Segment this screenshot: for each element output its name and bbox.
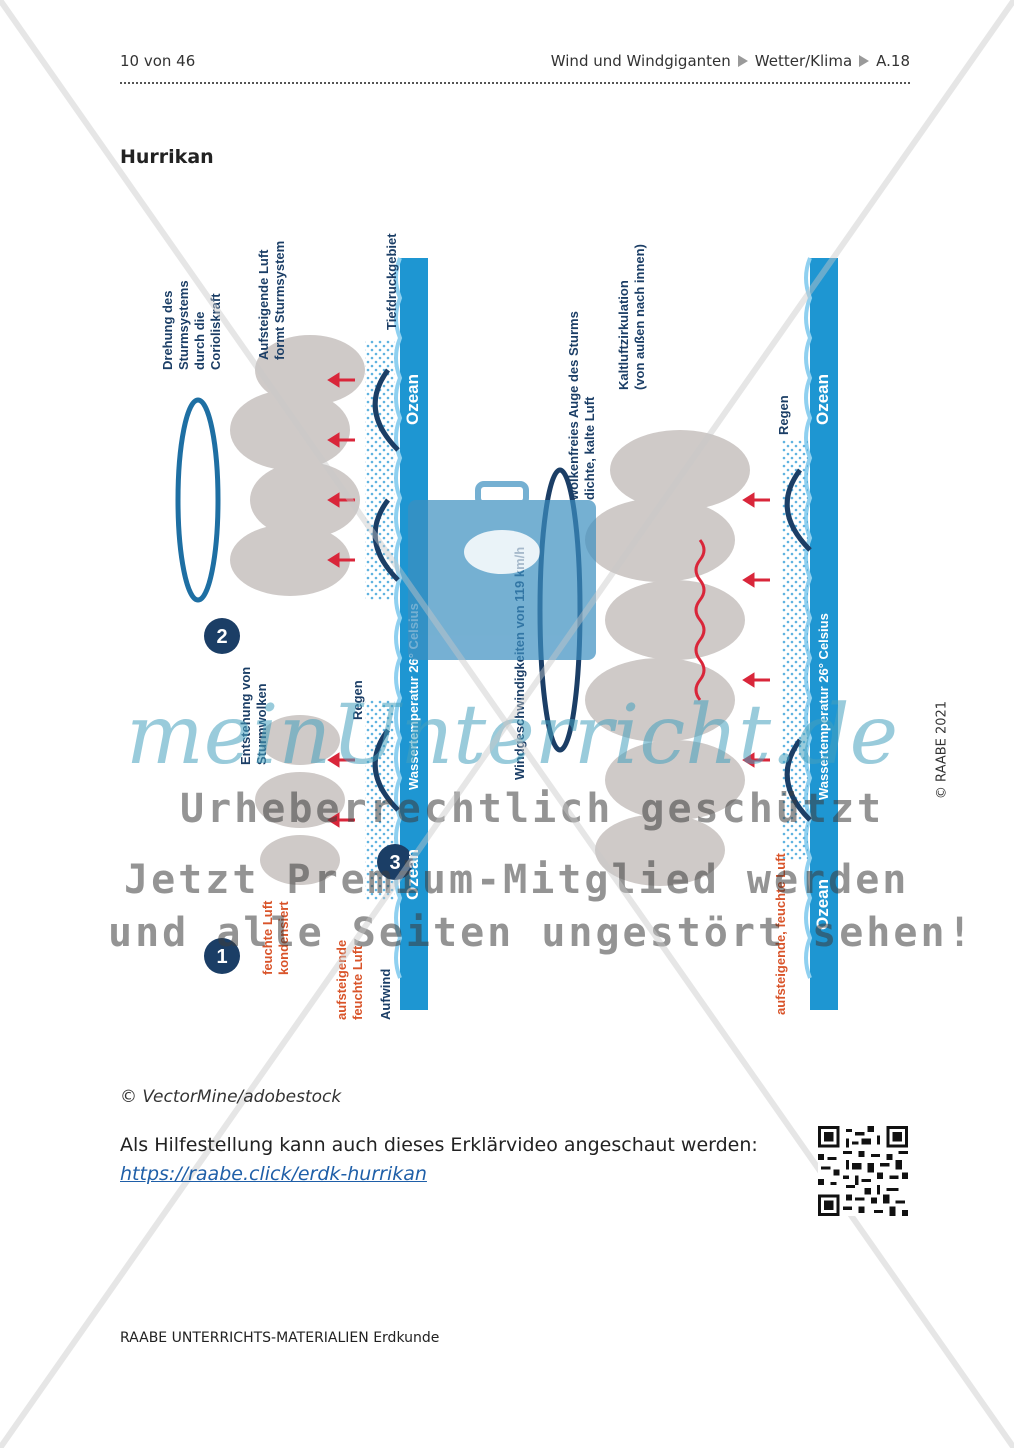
heat-coil <box>694 539 706 701</box>
label-ocean-4: Ozean <box>813 879 832 930</box>
cloud-column-2 <box>255 715 345 885</box>
label-cold-circulation-1: Kaltluftzirkulation <box>616 280 631 390</box>
badge-1: 1 <box>204 938 240 974</box>
ocean-bar-bottom <box>810 258 838 1010</box>
label-storm-clouds-1: Entstehung von <box>238 667 253 765</box>
triangle-right-icon <box>737 55 748 67</box>
briefcase-watermark-icon <box>408 481 596 660</box>
footer-publisher: RAABE UNTERRICHTS-MATERIALIEN Erdkunde <box>120 1330 440 1346</box>
label-rising-humid-1: aufsteigende <box>334 940 349 1020</box>
label-rising-humid-air-2: aufsteigende, feuchte Luft <box>773 853 788 1015</box>
cloud-column-1 <box>230 335 365 596</box>
breadcrumb-item-subject: Wetter/Klima <box>754 52 853 70</box>
side-copyright: © RAABE 2021 <box>934 700 950 800</box>
label-low-pressure: Tiefdruckgebiet <box>384 233 399 330</box>
label-eye-2: dichte, kalte Luft <box>582 396 597 500</box>
qr-code[interactable] <box>818 1126 908 1216</box>
section-title: Hurrikan <box>120 146 214 168</box>
watermark-line-3: und alle Seiten ungestört sehen! <box>108 910 975 956</box>
red-arrows <box>327 372 770 828</box>
breadcrumb-item-code: A.18 <box>876 52 910 70</box>
label-rising-forms-1: Aufsteigende Luft <box>256 249 271 360</box>
svg-text:3: 3 <box>389 852 400 874</box>
label-rain-1: Regen <box>350 680 365 720</box>
label-rising-forms-2: formt Sturmsystem <box>272 241 287 360</box>
header-divider <box>120 82 910 84</box>
label-humid-condensed-1: feuchte Luft <box>260 900 275 975</box>
label-ocean-1: Ozean <box>403 374 422 425</box>
badge-3: 3 <box>377 844 413 880</box>
label-eye-1: wolkenfreies Auge des Sturms <box>566 311 581 501</box>
label-rain-2: Regen <box>776 395 791 435</box>
svg-text:1: 1 <box>216 946 227 968</box>
label-rising-humid-2: feuchte Luft <box>350 945 365 1020</box>
label-rotation-4: Corioliskraft <box>208 293 223 370</box>
label-cold-circulation-2: (von außen nach innen) <box>632 244 647 390</box>
label-storm-clouds-2: Sturmwolken <box>254 683 269 765</box>
label-humid-condensed-2: kondensiert <box>276 901 291 975</box>
label-updraft: Aufwind <box>378 969 393 1020</box>
label-ocean-2: Ozean <box>403 849 422 900</box>
help-text: Als Hilfestellung kann auch dieses Erklä… <box>120 1134 758 1156</box>
hurricane-diagram: 1 2 3 Drehung des Sturmsystems durch die… <box>160 233 838 1020</box>
wave-edge-bottom <box>804 257 813 979</box>
label-rotation-1: Drehung des <box>160 291 175 370</box>
label-ocean-3: Ozean <box>813 374 832 425</box>
watermark-line-2: Jetzt Premium-Mitglied werden <box>124 857 910 903</box>
navy-arrows <box>372 368 812 822</box>
rotation-ellipse-1 <box>175 397 221 603</box>
label-water-temp-2: Wassertemperatur 26° Celsius <box>816 613 831 800</box>
svg-text:2: 2 <box>216 626 227 648</box>
watermark-line-1: Urheberrechtlich geschützt <box>180 786 885 832</box>
breadcrumb: Wind und Windgiganten Wetter/Klima A.18 <box>551 52 910 70</box>
video-link[interactable]: https://raabe.click/erdk-hurrikan <box>120 1163 427 1185</box>
label-rotation-2: Sturmsystems <box>176 280 191 370</box>
watermark-brand: meinUnterricht.de <box>126 688 899 783</box>
triangle-right-icon <box>859 55 870 67</box>
breadcrumb-item-topic: Wind und Windgiganten <box>550 52 731 70</box>
label-rotation-3: durch die <box>192 311 207 370</box>
badge-2: 2 <box>204 618 240 654</box>
image-credit: © VectorMine/adobestock <box>120 1087 342 1107</box>
page-counter: 10 von 46 <box>120 52 196 70</box>
